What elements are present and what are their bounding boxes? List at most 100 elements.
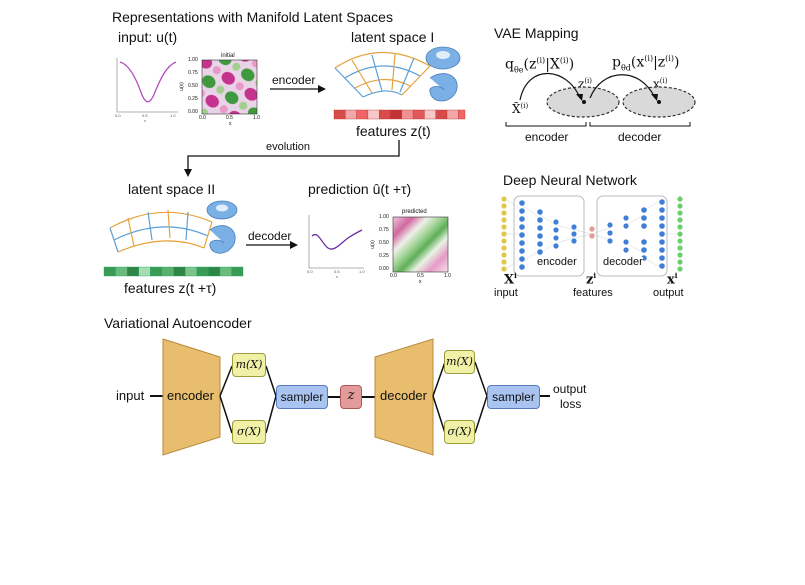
hm2-xtick-2: 1.0 (444, 273, 451, 279)
hm2-xtick-0: 0.0 (390, 273, 397, 279)
vae-s1-box: σ(X) (232, 420, 266, 444)
vae-sampler2-label: sampler (492, 390, 535, 404)
hm1-xtick-2: 1.0 (253, 115, 260, 121)
vae-s2-label: σ(X) (447, 425, 472, 438)
hm1-ytick-3: 0.25 (188, 96, 198, 102)
features-bar-red (333, 109, 466, 120)
output-ellipse (622, 86, 696, 118)
vae-m1-box: m(X) (232, 353, 266, 377)
pred-xlabel: x (336, 274, 338, 279)
input-curve-line (119, 61, 177, 103)
vae-mapping-q: qθe(z(i)|X(i)) (505, 56, 575, 75)
hm1-ytick-1: 0.75 (188, 70, 198, 76)
dnn-output-layer (677, 196, 683, 272)
latent2-label: latent space II (128, 181, 216, 197)
dnn-feature-layer (589, 226, 595, 239)
vae-sampler1-box: sampler (276, 385, 328, 409)
input-xtick-0: 0.0 (115, 113, 121, 118)
hm2-ytick-2: 0.50 (379, 240, 389, 246)
dnn-z-label: zi (586, 271, 597, 288)
hm2-ytick-3: 0.25 (379, 253, 389, 259)
input-xlabel: x (144, 118, 146, 123)
hm1-xtick-1: 0.5 (226, 115, 233, 121)
latent2-klein (209, 225, 236, 254)
evolution-label: evolution (266, 141, 311, 153)
hm2-ylabel: u(x) (369, 240, 376, 249)
prediction-label: prediction û(t +τ) (308, 181, 412, 197)
hm1-ytick-0: 1.00 (188, 57, 198, 63)
pred-xtick-0: 0.0 (307, 269, 313, 274)
vae-sampler2-box: sampler (487, 385, 540, 409)
dnn-decoder-label: decoder (603, 256, 643, 268)
vae-s2-box: σ(X) (444, 420, 475, 444)
hm2-ytick-4: 0.00 (379, 266, 389, 272)
vae-loss-label: loss (560, 397, 582, 411)
dnn-input-caption: input (494, 287, 518, 299)
heatmap-predicted-title: predicted (402, 209, 427, 215)
pred-xtick-2: 1.0 (359, 269, 365, 274)
vae-title: Variational Autoencoder (104, 315, 252, 331)
pred-xtick-1: 0.5 (334, 269, 340, 274)
prediction-curve-line (311, 229, 363, 250)
features2-label: features z(t +τ) (124, 280, 217, 296)
latent1-mesh (334, 51, 431, 98)
vae-z-box: z (340, 385, 362, 409)
dnn-edges (503, 197, 680, 271)
vae-output-label: output (553, 382, 587, 396)
hm1-xtick-0: 0.0 (199, 115, 206, 121)
latent1-klein (429, 73, 458, 102)
hm2-ytick-0: 1.00 (379, 214, 389, 220)
dnn-features-caption: features (573, 287, 613, 299)
dnn-x-label: xi (667, 271, 678, 288)
vae-mapping-decoder: decoder (618, 130, 662, 144)
dnn-input-layer (501, 196, 507, 272)
vae-mapping-encoder: encoder (525, 130, 569, 144)
manifold-decoder-label: decoder (248, 229, 292, 243)
manifold-title: Representations with Manifold Latent Spa… (112, 9, 393, 25)
vae-mapping-x: x(i) (653, 77, 668, 91)
features-bar-green (103, 266, 244, 277)
input-xtick-1: 0.5 (142, 113, 148, 118)
hm2-ytick-1: 0.75 (379, 227, 389, 233)
latent1-torus (425, 46, 461, 70)
hm1-ylabel: u(x) (178, 82, 185, 91)
manifold-encoder-label: encoder (272, 73, 316, 87)
dnn-X-label: Xi (504, 271, 517, 288)
vae-s1-label: σ(X) (237, 425, 261, 438)
hm1-xlabel: x (229, 121, 232, 127)
dnn-encoder-label: encoder (537, 256, 577, 268)
vae-input-label: input (116, 388, 145, 403)
vae-z-label: z (347, 388, 355, 403)
input-xtick-2: 1.0 (170, 113, 176, 118)
latent2-mesh (109, 209, 213, 253)
latent2-torus (206, 200, 238, 220)
input-curve-axes (116, 58, 178, 113)
vae-mapping-xtilde: X̃(i) (512, 102, 529, 116)
vae-sampler1-label: sampler (280, 390, 324, 404)
heatmap-initial-title: initial (221, 53, 235, 59)
vae-mapping-title: VAE Mapping (494, 25, 579, 41)
latent-ellipse (546, 86, 620, 118)
hm1-ytick-4: 0.00 (188, 109, 198, 115)
hm2-xtick-1: 0.5 (417, 273, 424, 279)
input-label: input: u(t) (118, 29, 178, 45)
latent1-label: latent space I (351, 29, 435, 45)
dnn-output-caption: output (653, 287, 684, 299)
vae-m2-label: m(X) (446, 355, 473, 368)
vae-decoder-label: decoder (380, 388, 427, 403)
dnn-title: Deep Neural Network (503, 172, 637, 188)
features-label: features z(t) (356, 123, 431, 139)
vae-mapping-z: z(i) (578, 77, 593, 91)
vae-encoder-label: encoder (167, 388, 214, 403)
